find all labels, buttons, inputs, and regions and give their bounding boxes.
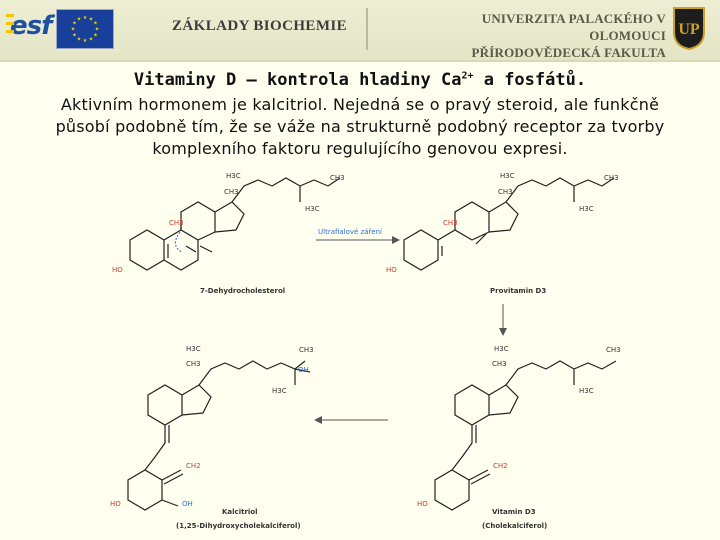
mol4-oh-25-label: OH (298, 366, 309, 374)
svg-text:★: ★ (71, 27, 76, 33)
mol4-ch3-label: CH3 (186, 360, 201, 368)
mol2-h3c-chain-label: H3C (579, 205, 594, 213)
mol1-ch3-label: CH3 (224, 188, 239, 196)
mol3-h3c-chain-label: H3C (579, 387, 594, 395)
mol1-ho-label: HO (112, 266, 123, 274)
svg-text:★: ★ (83, 15, 88, 21)
uv-arrow-label: Ultrafialové záření (318, 228, 383, 236)
slide-body-text: Aktivním hormonem je kalcitriol. Nejedná… (40, 94, 680, 160)
svg-text:★: ★ (93, 33, 98, 39)
mol4-h3c-chain-label: H3C (272, 387, 287, 395)
mol3-ch3-label: CH3 (492, 360, 507, 368)
molecule-provitamin-d3: H3C CH3 CH3 H3C CH3 HO Provitamin D3 (386, 172, 619, 295)
mol4-h3c-label: H3C (186, 345, 201, 353)
mol3-subname: (Cholekalciferol) (482, 522, 547, 530)
title-superscript: 2+ (461, 70, 474, 82)
molecule-vitamin-d3: H3C CH3 CH3 H3C CH2 HO Vitamin D3 (Chole… (417, 345, 621, 530)
university-line-1: UNIVERZITA PALACKÉHO V OLOMOUCI (481, 11, 666, 43)
mol2-ch3-chain-label: CH3 (604, 174, 619, 182)
body-line-1: Aktivním hormonem je kalcitriol. Nejedná… (60, 95, 660, 114)
mol1-h3c-label: H3C (226, 172, 241, 180)
svg-text:★: ★ (77, 37, 82, 43)
mol1-name: 7-Dehydrocholesterol (200, 287, 285, 295)
body-line-2: působí podobně tím, že se váže na strukt… (55, 117, 665, 136)
mol4-ch2-label: CH2 (186, 462, 201, 470)
header-banner: esf ★★★ ★★★ ★★★ ★★★ ZÁKLADY BIOCHEMIE UN… (0, 0, 720, 62)
title-part-1: Vitaminy D – kontrola hladiny Ca (133, 70, 462, 90)
seal-mark: UP (678, 21, 700, 38)
esf-logo-text: esf (10, 11, 52, 41)
mol3-ch3-chain-label: CH3 (606, 346, 621, 354)
university-line-2: PŘÍRODOVĚDECKÁ FAKULTA (471, 45, 666, 60)
mol4-subname: (1,25-Dihydroxycholekalciferol) (176, 522, 301, 530)
svg-text:★: ★ (77, 17, 82, 23)
svg-text:★: ★ (89, 17, 94, 23)
mol4-oh-1-label: OH (182, 500, 193, 508)
header-divider (366, 8, 368, 50)
eu-stars-icon: ★★★ ★★★ ★★★ ★★★ (71, 15, 100, 44)
esf-logo: esf (6, 6, 52, 46)
title-part-2: a fosfátů. (473, 70, 587, 90)
eu-flag-icon: ★★★ ★★★ ★★★ ★★★ (56, 9, 114, 49)
uv-reaction-arrow: Ultrafialové záření (316, 228, 400, 244)
mol3-ho-label: HO (417, 500, 428, 508)
mol2-h3c-label: H3C (500, 172, 515, 180)
mol2-ch3-highlight: CH3 (443, 219, 458, 227)
mol1-ch3-chain-label: CH3 (330, 174, 345, 182)
svg-text:★: ★ (93, 21, 98, 27)
mol4-ch3-chain-label: CH3 (299, 346, 314, 354)
molecule-7-dehydrocholesterol: H3C CH3 CH3 H3C CH3 HO 7-Dehydrocholeste… (112, 172, 345, 295)
mol4-name: Kalcitriol (222, 508, 258, 516)
body-line-3: komplexního faktoru regulujícího genovou… (152, 139, 568, 158)
mol3-h3c-label: H3C (494, 345, 509, 353)
mol1-h3c-chain-label: H3C (305, 205, 320, 213)
mol4-ho-label: HO (110, 500, 121, 508)
svg-text:★: ★ (89, 37, 94, 43)
slide-title: Vitaminy D – kontrola hladiny Ca2+ a fos… (0, 70, 720, 90)
mol1-ch3-highlight: CH3 (169, 219, 184, 227)
mol2-name: Provitamin D3 (490, 287, 546, 295)
course-title: ZÁKLADY BIOCHEMIE (172, 18, 348, 34)
mol2-ho-label: HO (386, 266, 397, 274)
mol3-ch2-label: CH2 (493, 462, 508, 470)
svg-text:★: ★ (83, 38, 88, 44)
reaction-scheme: H3C CH3 CH3 H3C CH3 HO 7-Dehydrocholeste… (110, 172, 621, 530)
svg-text:★: ★ (95, 27, 100, 33)
mol2-ch3-label: CH3 (498, 188, 513, 196)
thermal-reaction-arrow (499, 304, 507, 336)
svg-text:★: ★ (72, 33, 77, 39)
mol3-name: Vitamin D3 (492, 508, 536, 516)
university-name: UNIVERZITA PALACKÉHO V OLOMOUCI PŘÍRODOV… (410, 10, 666, 61)
university-seal-icon: UP (673, 7, 705, 50)
hydroxylation-reaction-arrow (314, 416, 388, 424)
molecule-kalcitriol: H3C CH3 CH3 H3C OH CH2 HO OH Kalcitriol … (110, 345, 314, 530)
svg-text:★: ★ (72, 21, 77, 27)
